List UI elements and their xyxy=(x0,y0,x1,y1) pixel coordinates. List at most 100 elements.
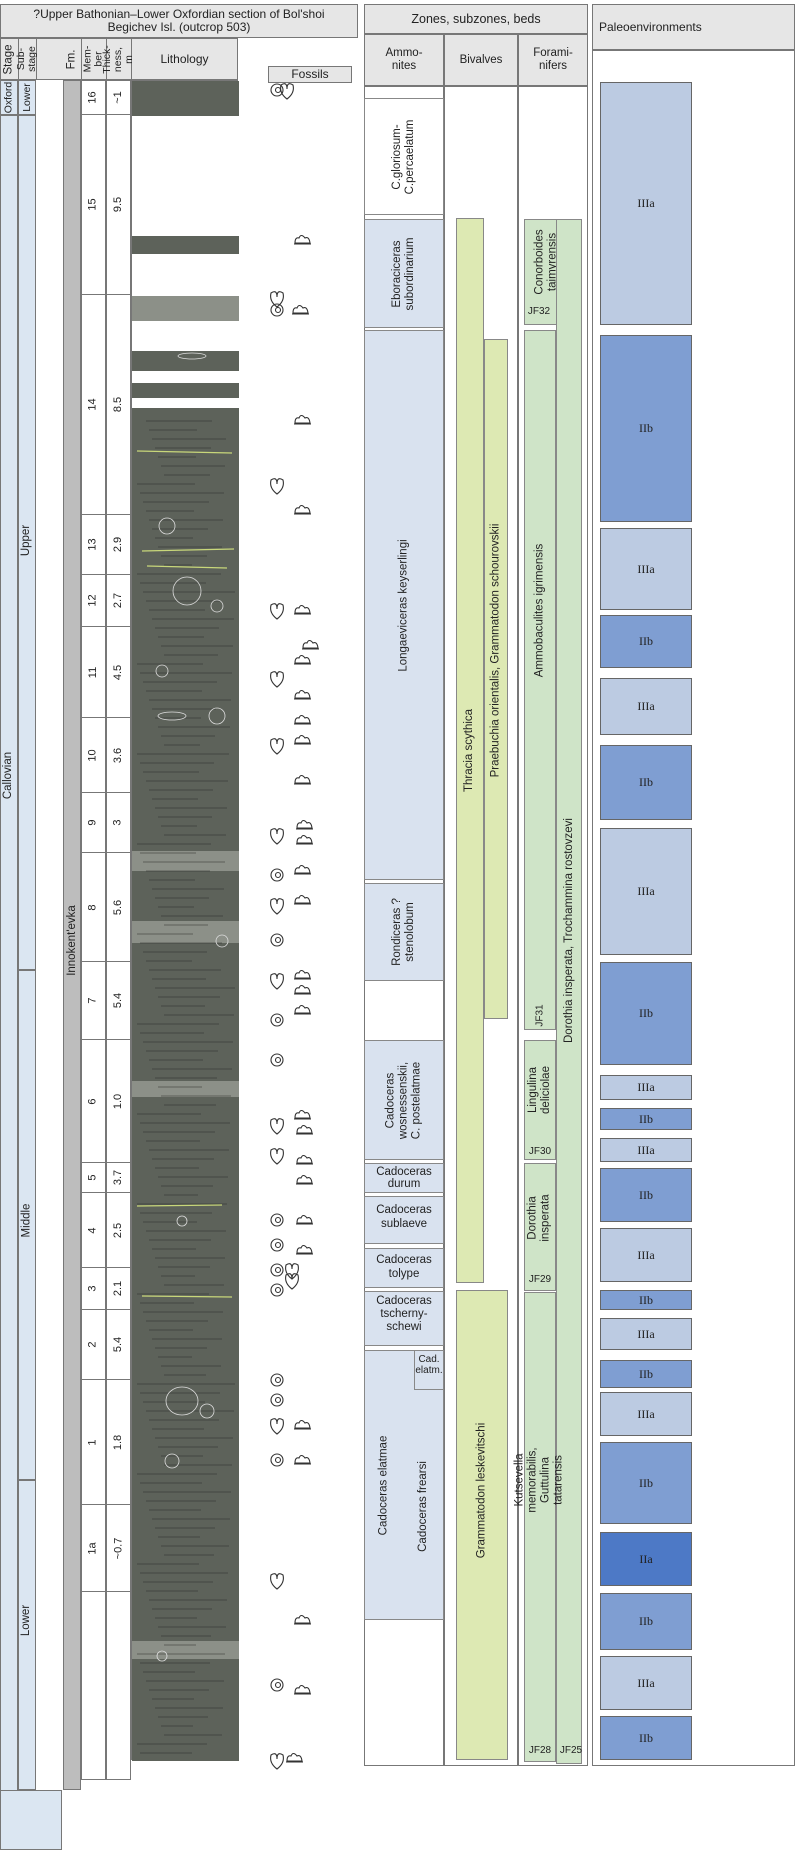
bivalve-leskevitschi-label: Grammatodon leskevitschi xyxy=(475,1422,488,1558)
thickness-cell-9: 3 xyxy=(106,793,131,853)
member-cell-12: 12 xyxy=(81,575,106,627)
ammonite-zone-stenolobum-label: Rondiceras ? stenolobum xyxy=(391,898,416,966)
foram-igrimensis-label: Ammobaculites igrimensis xyxy=(533,543,546,677)
member-cell-1: 1 xyxy=(81,1380,106,1505)
paleo-cell-9: IIIa xyxy=(600,1075,692,1100)
substage-middle-label: Middle xyxy=(20,1203,33,1237)
ammonite-zone-cad-elatm: Cad. elatm. xyxy=(414,1350,444,1390)
member-cell-13: 13 xyxy=(81,515,106,575)
substage-lower-ox-label: Lower xyxy=(20,83,33,112)
foram-zone-lingulina xyxy=(524,1040,556,1160)
paleo-cell-1: IIIa xyxy=(600,82,692,325)
header-lithology: Lithology xyxy=(160,52,209,66)
lithology-svg xyxy=(132,81,239,1792)
zones-title: Zones, subzones, beds xyxy=(364,4,588,34)
thickness-cell-12: 2.7 xyxy=(106,575,131,627)
substage-lower-label: Lower xyxy=(20,1604,33,1636)
bivalve-praebuchia-label: Praebuchia orientalis, Grammatodon schou… xyxy=(489,523,502,777)
foram-jf31: JF31 xyxy=(534,1003,546,1027)
thickness-cell-1: 1.8 xyxy=(106,1380,131,1505)
member-cell-8: 8 xyxy=(81,853,106,962)
foram-jf28: JF28 xyxy=(528,1745,552,1756)
foram-dorothia-rostovzevi-label: Dorothia insperata, Trochammina rostovze… xyxy=(562,817,575,1043)
stage-oxford xyxy=(0,80,18,115)
ammonite-zone-wosnessenskii xyxy=(364,1040,444,1160)
header-member: Mem-ber xyxy=(81,38,107,80)
ammonite-zone-wosnessenskii-label: Cadoceras wosnessenskii, C. postelatmae xyxy=(384,1061,423,1139)
ammonite-zone-keyserlingi-label: Longaeviceras keyserlingi xyxy=(397,538,410,672)
bivalve-zone-thracia xyxy=(456,218,484,1283)
thickness-cell-11: 4.5 xyxy=(106,627,131,718)
header-foraminifers: Forami-nifers xyxy=(518,34,588,86)
paleo-cell-10: IIb xyxy=(600,1108,692,1130)
thickness-cell-3: 2.1 xyxy=(106,1268,131,1310)
foram-zone-igrimensis xyxy=(524,330,556,1030)
substage-upper xyxy=(18,115,36,970)
ammonite-zone-stenolobum xyxy=(364,883,444,981)
stage-callovian xyxy=(0,115,18,1795)
member-cell-11: 11 xyxy=(81,627,106,718)
paleo-cell-13: IIIa xyxy=(600,1228,692,1282)
header-thickness: Thick-ness, m xyxy=(101,38,135,80)
foram-zone-dorothia-insperata xyxy=(524,1163,556,1291)
paleo-cell-20: IIb xyxy=(600,1593,692,1650)
member-cell-6: 6 xyxy=(81,1040,106,1163)
paleo-cell-6: IIb xyxy=(600,745,692,820)
stage-oxford-label: Oxford xyxy=(2,81,15,114)
member-cell-9: 9 xyxy=(81,793,106,853)
thickness-cell-5: 3.7 xyxy=(106,1163,131,1193)
substage-middle xyxy=(18,970,36,1480)
member-cell-4: 4 xyxy=(81,1193,106,1268)
ammonite-zone-keyserlingi xyxy=(364,330,444,880)
thickness-cell-16: ~1 xyxy=(106,80,131,115)
foram-lingulina-label: Lingulina deliciolae xyxy=(527,1066,553,1114)
thickness-cell-6: 1.0 xyxy=(106,1040,131,1163)
foram-kutsevella-label: Kutsevella memorabilis, Guttulina tatare… xyxy=(514,1447,566,1513)
thickness-cell-4: 2.5 xyxy=(106,1193,131,1268)
member-cell-2: 2 xyxy=(81,1310,106,1380)
thickness-cell-13: 2.9 xyxy=(106,515,131,575)
header-bivalves: Bivalves xyxy=(444,34,518,86)
member-cell-3: 3 xyxy=(81,1268,106,1310)
member-cell-10: 10 xyxy=(81,718,106,793)
ammonite-zone-elatmae xyxy=(364,1350,444,1620)
paleo-cell-8: IIb xyxy=(600,962,692,1065)
ammonite-zone-durum: Cadoceras durum xyxy=(364,1163,444,1193)
fossils-column xyxy=(270,83,319,1770)
header-ammonites: Ammo-nites xyxy=(364,34,444,86)
thickness-cell-14: 8.5 xyxy=(106,295,131,515)
paleo-cell-17: IIIa xyxy=(600,1392,692,1436)
foram-dorothia-insperata-label: Dorothia insperata xyxy=(527,1194,552,1242)
ammonite-zone-gloriosum-label: C.gloriosum-C.percaelatum xyxy=(391,119,416,194)
foram-zone-dorothia-rostovzevi xyxy=(556,219,582,1764)
ammonite-zone-subordinarium-label: Eboraciceras subordinarium xyxy=(391,237,416,310)
ammonite-zone-tolype: Cadoceras tolype xyxy=(364,1248,444,1288)
thickness-cell-15: 9.5 xyxy=(106,115,131,295)
paleo-cell-4: IIb xyxy=(600,615,692,668)
ammonite-zone-tschernyschewi: Cadoceras tscherny-schewi xyxy=(364,1291,444,1346)
header-stage: Stage xyxy=(0,38,19,80)
paleo-cell-3: IIIa xyxy=(600,528,692,610)
member-cell-5: 5 xyxy=(81,1163,106,1193)
member-cell-7: 7 xyxy=(81,962,106,1040)
ammonite-zone-frearsi-label: Cadoceras frearsi xyxy=(416,1460,429,1552)
foram-jf32: JF32 xyxy=(527,306,551,317)
thickness-cell-7: 5.4 xyxy=(106,962,131,1040)
foram-zone-kutsevella xyxy=(524,1292,556,1762)
paleo-cell-16: IIb xyxy=(600,1360,692,1388)
bivalve-zone-leskevitschi xyxy=(456,1290,508,1760)
thickness-cell-10: 3.6 xyxy=(106,718,131,793)
paleo-title: Paleoenvironments xyxy=(592,4,795,50)
section-title-text: ?Upper Bathonian–Lower Oxfordian section… xyxy=(33,7,325,34)
header-fossils: Fossils xyxy=(268,66,352,83)
paleo-cell-5: IIIa xyxy=(600,678,692,735)
col-header-row xyxy=(0,38,238,80)
formation-label: Innokent'evka xyxy=(65,904,78,976)
thickness-cell-1a: ~0.7 xyxy=(106,1505,131,1592)
section-title: ?Upper Bathonian–Lower Oxfordian section… xyxy=(0,4,358,38)
paleo-cell-18: IIb xyxy=(600,1442,692,1524)
bivalve-thracia-label: Thracia scythica xyxy=(463,708,476,792)
paleo-cell-19: IIa xyxy=(600,1532,692,1586)
substage-upper-label: Upper xyxy=(20,524,33,556)
lithology-column xyxy=(131,80,239,1792)
